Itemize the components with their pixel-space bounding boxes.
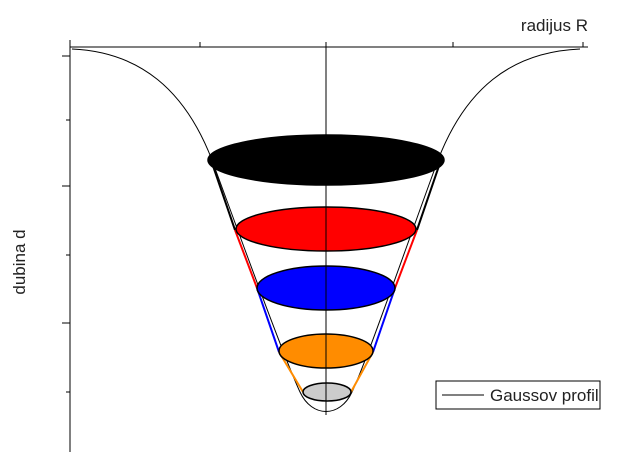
segment-black-left — [210, 159, 236, 231]
layer-bottom-ellipse — [302, 382, 352, 402]
legend: Gaussov profil — [435, 380, 601, 410]
x-axis-label: radijus R — [521, 16, 588, 35]
segment-red-left — [234, 229, 258, 289]
y-axis-label: dubina d — [10, 229, 29, 294]
segment-red-right — [394, 229, 418, 289]
legend-label: Gaussov profil — [490, 386, 599, 405]
segment-blue-right — [372, 287, 396, 353]
segment-black-right — [416, 159, 442, 231]
segment-blue-left — [256, 287, 280, 353]
